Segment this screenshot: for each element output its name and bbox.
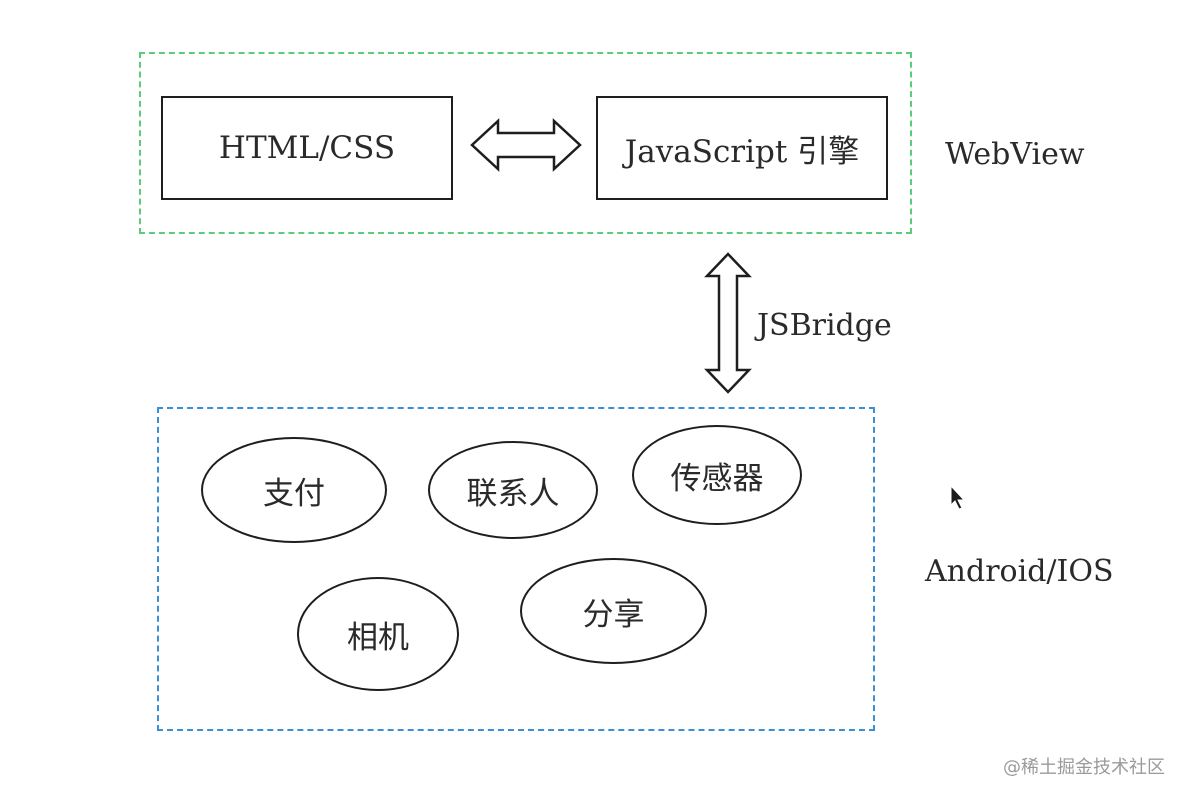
capability-share: 分享 (520, 558, 707, 664)
capability-label: 分享 (582, 596, 645, 633)
html-css-box: HTML/CSS (161, 96, 453, 200)
jsbridge-label: JSBridge (757, 308, 892, 343)
android-ios-label: Android/IOS (925, 554, 1114, 589)
html-css-label: HTML/CSS (218, 130, 396, 166)
javascript-engine-label: JavaScript 引擎 (624, 133, 860, 170)
native-group (157, 407, 875, 731)
double-arrow-horizontal-icon (470, 118, 582, 172)
webview-label: WebView (945, 137, 1085, 172)
capability-label: 支付 (263, 475, 325, 512)
javascript-engine-box: JavaScript 引擎 (596, 96, 888, 200)
capability-contacts: 联系人 (428, 441, 598, 539)
watermark: @稀土掘金技术社区 (1003, 757, 1165, 778)
capability-label: 传感器 (670, 460, 764, 497)
capability-label: 相机 (347, 619, 409, 656)
capability-camera: 相机 (297, 577, 459, 691)
capability-payment: 支付 (201, 437, 387, 543)
webview-group (139, 52, 912, 234)
capability-label: 联系人 (466, 475, 560, 512)
mouse-cursor-icon (950, 484, 966, 510)
capability-sensors: 传感器 (632, 425, 802, 525)
double-arrow-vertical-icon (704, 252, 752, 394)
